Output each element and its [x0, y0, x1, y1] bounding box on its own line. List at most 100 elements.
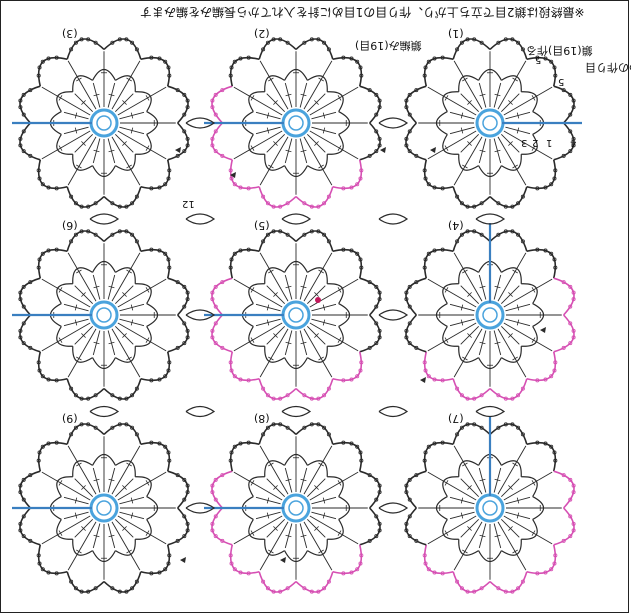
petal-scallop [452, 571, 491, 593]
petal-scallop [359, 277, 381, 316]
chain-stitch [210, 335, 215, 340]
inner-arch [501, 460, 522, 477]
inner-arch [115, 539, 136, 556]
stitch-tick [494, 93, 501, 97]
stitch-spoke [67, 136, 97, 186]
inner-arch [72, 539, 93, 556]
chain-stitch [510, 204, 515, 209]
chain-stitch [407, 497, 412, 502]
chain-stitch [479, 232, 484, 237]
stitch-tick [460, 512, 464, 519]
petal-scallop [66, 378, 105, 400]
stitch-spoke [111, 521, 141, 571]
direction-arrow [430, 147, 436, 153]
petal-scallop [103, 186, 142, 208]
direction-arrow [380, 147, 386, 153]
chain-stitch [404, 105, 409, 110]
inner-arch [135, 134, 152, 155]
inner-arch [115, 346, 136, 363]
chain-stitch [278, 229, 283, 234]
chain-stitch [220, 88, 225, 93]
chain-stitch [271, 396, 276, 401]
chain-stitch [561, 473, 566, 478]
chain-stitch [185, 335, 190, 340]
stitch-tick [74, 497, 78, 504]
chain-stitch [496, 201, 501, 206]
stitch-tick [512, 356, 518, 361]
stitch-tick [494, 149, 501, 153]
chain-stitch [246, 247, 251, 252]
center-ring [89, 300, 119, 330]
stitch-tick [285, 285, 292, 289]
stitch-spoke [427, 322, 477, 352]
chain-stitch [520, 579, 525, 584]
stitch-tick [479, 285, 486, 289]
chain-stitch [414, 88, 419, 93]
chain-stitch [40, 374, 45, 379]
chain-stitch [374, 341, 379, 346]
stitch-tick [145, 480, 150, 486]
stitch-tick [494, 285, 501, 289]
chain-stitch [117, 229, 122, 234]
chain-stitch [271, 37, 276, 42]
stitch-tick [314, 100, 319, 105]
chain-stitch [28, 538, 33, 543]
chain-stitch [182, 534, 187, 539]
chain-stitch [54, 247, 59, 252]
inner-arch [56, 519, 73, 540]
chain-stitch [349, 570, 354, 575]
chain-stitch [367, 153, 372, 158]
chain-stitch [220, 280, 225, 285]
chain-stitch [571, 136, 576, 141]
chain-stitch [73, 586, 78, 591]
chain-stitch [432, 248, 437, 253]
stitch-tick [285, 534, 292, 538]
motif-number-8: (8) [254, 412, 270, 425]
chain-stitch [543, 441, 548, 446]
stitch-tick [460, 497, 464, 504]
chain-stitch [21, 149, 26, 154]
center-ring [281, 493, 311, 523]
stitch-tick [145, 145, 150, 151]
chain-stitch [110, 201, 115, 206]
chain-stitch [54, 378, 59, 383]
chain-stitch [228, 265, 233, 270]
stitch-tick [268, 77, 274, 82]
chain-stitch [110, 393, 115, 398]
chain-stitch [130, 40, 135, 45]
chain-stitch [210, 328, 215, 333]
stitch-tick [322, 319, 326, 326]
chain-stitch [535, 186, 540, 191]
stitch-spoke [497, 445, 527, 495]
stitch-tick [74, 304, 78, 311]
stitch-tick [76, 77, 82, 82]
chain-stitch [228, 553, 233, 558]
chain-stitch [543, 570, 548, 575]
chain-stitch [503, 204, 508, 209]
stitch-tick [314, 526, 319, 531]
chain-stitch [182, 149, 187, 154]
stitch-spoke [453, 328, 483, 378]
chain-stitch [175, 153, 180, 158]
round-label-4: 4 [570, 137, 577, 148]
petal-scallop [37, 441, 68, 472]
stitch-tick [285, 93, 292, 97]
chain-stitch [18, 328, 23, 333]
chain-stitch [516, 232, 521, 237]
chain-stitch [157, 185, 162, 190]
center-ring [89, 493, 119, 523]
motif-1 [404, 37, 582, 209]
chain-stitch [404, 490, 409, 495]
chain-stitch [358, 257, 363, 262]
stitch-spoke [259, 445, 289, 495]
petal-scallop [258, 571, 297, 593]
petal-scallop [140, 351, 171, 382]
chain-stitch [358, 561, 363, 566]
stitch-tick [479, 341, 486, 345]
chain-stitch [185, 528, 190, 533]
stitch-tick [462, 164, 468, 169]
center-ring-inner [482, 307, 498, 323]
join-chain-loop [378, 405, 409, 418]
inner-arch [521, 283, 538, 304]
stitch-tick [268, 164, 274, 169]
